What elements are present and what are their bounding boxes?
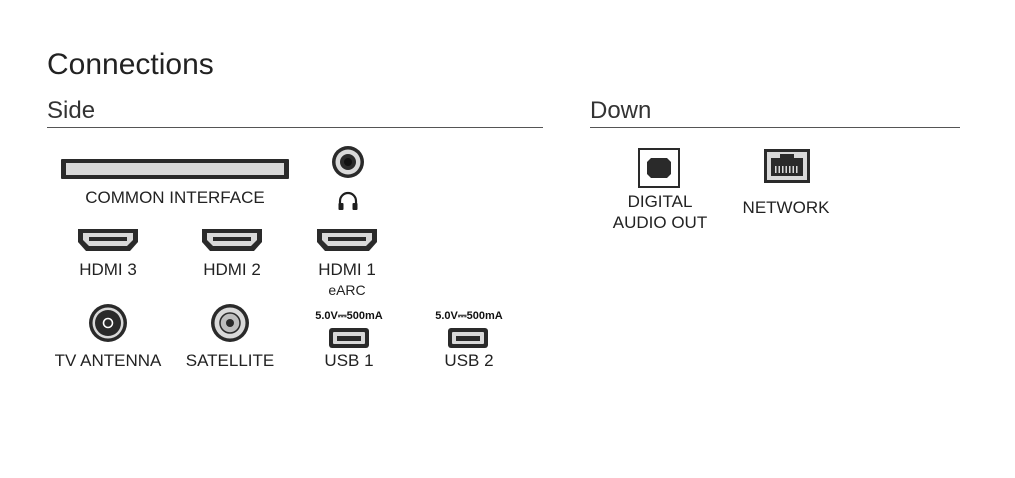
hdmi2-port-icon xyxy=(201,228,263,252)
hdmi2-label: HDMI 2 xyxy=(203,260,261,279)
section-down-heading: Down xyxy=(590,97,652,124)
network-label: NETWORK xyxy=(742,198,830,217)
hdmi1-port-icon xyxy=(316,228,378,252)
headphone-jack-icon xyxy=(331,145,365,179)
tv-antenna-label: TV ANTENNA xyxy=(54,351,162,370)
usb2-spec-label: 5.0V⎓500mA xyxy=(435,310,503,322)
section-side-heading: Side xyxy=(47,97,96,124)
digital-audio-out-label-line2: AUDIO OUT xyxy=(612,213,708,232)
page-title: Connections xyxy=(47,48,214,81)
section-side-rule xyxy=(47,127,543,128)
headphone-icon xyxy=(337,190,359,212)
hdmi3-label: HDMI 3 xyxy=(79,260,137,279)
common-interface-label: COMMON INTERFACE xyxy=(85,188,265,207)
hdmi3-port-icon xyxy=(77,228,139,252)
digital-audio-out-port-icon xyxy=(638,148,680,188)
tv-antenna-port-icon xyxy=(88,303,128,343)
network-port-icon xyxy=(763,148,811,184)
usb1-port-icon xyxy=(328,327,370,349)
satellite-label: SATELLITE xyxy=(185,351,275,370)
section-down-rule xyxy=(590,127,960,128)
usb2-port-icon xyxy=(447,327,489,349)
usb1-label: USB 1 xyxy=(324,351,374,370)
hdmi1-earc-label: eARC xyxy=(328,282,366,298)
hdmi1-label: HDMI 1 xyxy=(318,260,376,279)
common-interface-slot-icon xyxy=(60,158,290,180)
usb1-spec-label: 5.0V⎓500mA xyxy=(315,310,383,322)
digital-audio-out-label-line1: DIGITAL xyxy=(627,192,693,211)
usb2-label: USB 2 xyxy=(444,351,494,370)
satellite-port-icon xyxy=(210,303,250,343)
